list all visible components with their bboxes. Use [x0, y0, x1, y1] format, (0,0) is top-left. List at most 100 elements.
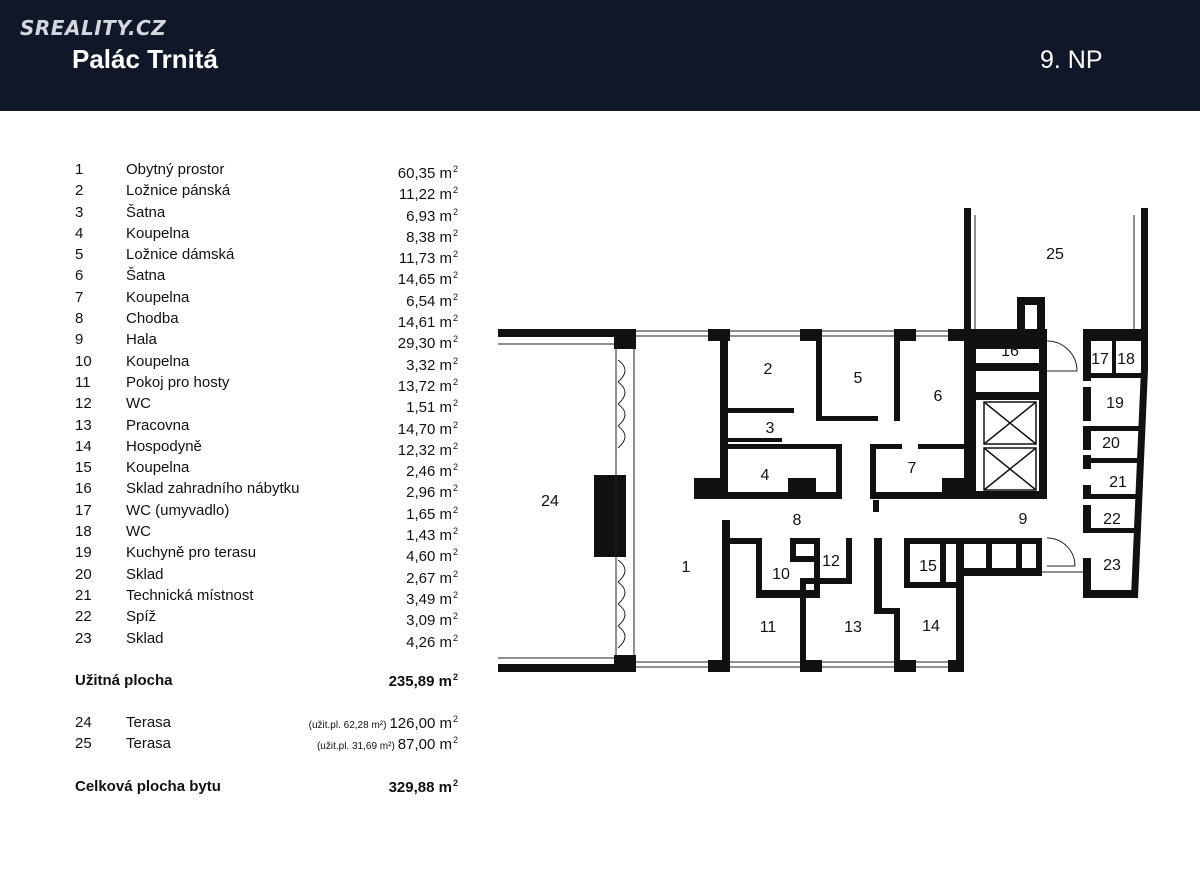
plan-room-number: 24 — [541, 493, 559, 510]
plan-room-number: 3 — [766, 420, 775, 437]
room-number: 19 — [75, 544, 92, 562]
room-area: 4,60 m2 — [406, 547, 458, 566]
plan-room-number: 12 — [822, 553, 840, 570]
room-name: Koupelna — [126, 352, 190, 370]
room-name: Šatna — [126, 203, 166, 221]
room-area: 11,22 m2 — [398, 185, 458, 204]
room-area: 60,35 m2 — [397, 164, 458, 182]
room-name: Obytný prostor — [126, 161, 225, 178]
plan-room-number: 8 — [793, 512, 802, 529]
plan-room-number: 19 — [1106, 395, 1124, 412]
plan-room-number: 20 — [1102, 435, 1120, 452]
page-title: Palác Trnitá — [72, 44, 218, 74]
room-list: 1 Obytný prostor 60,35 m2 2 Ložnice pánská 11… — [75, 159, 465, 651]
room-number: 17 — [75, 501, 92, 519]
room-row: 12 WC 1,51 m2 — [75, 393, 465, 416]
room-area: 8,38 m2 — [406, 227, 458, 246]
room-row: 17 WC (umyvadlo) 1,65 m2 — [75, 500, 465, 523]
room-number: 1 — [75, 161, 84, 178]
room-name: Sklad — [126, 565, 164, 583]
room-number: 20 — [75, 565, 92, 583]
plan-windows — [498, 215, 1135, 668]
room-name: Ložnice dámská — [126, 246, 235, 264]
usable-area-label: Užitná plocha — [75, 672, 173, 689]
plan-room-number: 17 — [1091, 351, 1109, 368]
terrace-number: 25 — [75, 735, 92, 752]
room-area: 1,65 m2 — [406, 504, 458, 523]
plan-room-number: 10 — [772, 566, 790, 583]
room-name: Chodba — [126, 310, 179, 328]
room-number: 10 — [75, 352, 92, 370]
terrace-row: 25 Terasa (užit.pl. 31,69 m²)87,00 m2 — [75, 735, 465, 756]
room-number: 5 — [75, 246, 84, 264]
room-area: 1,43 m2 — [406, 526, 458, 545]
room-area: 1,51 m2 — [406, 398, 458, 417]
plan-room-number: 18 — [1117, 351, 1135, 368]
room-number: 18 — [75, 523, 92, 541]
total-area-label: Celková plocha bytu — [75, 778, 221, 795]
room-area: 14,70 m2 — [397, 419, 458, 438]
room-area: 14,65 m2 — [397, 270, 458, 289]
room-area: 3,49 m2 — [406, 589, 458, 608]
room-number: 4 — [75, 224, 84, 242]
room-name: Koupelna — [126, 224, 190, 242]
plan-room-number: 6 — [934, 388, 943, 405]
room-name: WC (umyvadlo) — [126, 501, 230, 519]
room-number: 12 — [75, 395, 92, 413]
room-area: 6,54 m2 — [406, 291, 458, 310]
plan-room-number: 1 — [682, 559, 691, 576]
room-number: 9 — [75, 331, 84, 349]
room-number: 16 — [75, 480, 92, 498]
terrace-number: 24 — [75, 714, 92, 731]
room-area: 13,72 m2 — [397, 376, 458, 395]
terrace-name: Terasa — [126, 735, 172, 752]
room-number: 13 — [75, 416, 92, 434]
usable-area-value: 235,89 m2 — [388, 672, 458, 690]
room-number: 2 — [75, 182, 84, 200]
terrace-name: Terasa — [126, 714, 172, 731]
sreality-logo[interactable]: SREALITY.CZ — [20, 16, 167, 40]
plan-room-number: 2 — [764, 361, 773, 378]
room-row: 2 Ložnice pánská 11,22 m2 — [75, 180, 465, 203]
room-row: 22 Spíž 3,09 m2 — [75, 606, 465, 629]
room-number: 22 — [75, 608, 92, 626]
plan-room-number: 23 — [1103, 557, 1121, 574]
floor-label: 9. NP — [1040, 46, 1103, 74]
plan-room-number: 14 — [922, 618, 940, 635]
room-name: WC — [126, 395, 151, 413]
room-area: 14,61 m2 — [397, 313, 458, 332]
room-name: Spíž — [126, 608, 157, 626]
room-area: 3,09 m2 — [406, 611, 458, 630]
terrace-row: 24 Terasa (užit.pl. 62,28 m²)126,00 m2 — [75, 714, 465, 735]
terrace-note: (užit.pl. 31,69 m²) — [316, 741, 395, 752]
room-row: 4 Koupelna 8,38 m2 — [75, 223, 465, 246]
room-name: Hala — [126, 331, 157, 349]
plan-room-number: 22 — [1103, 511, 1121, 528]
room-name: Pracovna — [126, 416, 190, 434]
plan-room-number: 11 — [760, 619, 777, 636]
room-name: Koupelna — [126, 288, 190, 306]
terrace-note: (užit.pl. 62,28 m²) — [308, 720, 387, 731]
room-name: Ložnice pánská — [126, 182, 231, 200]
total-area-value: 329,88 m2 — [388, 778, 458, 796]
plan-room-number: 16 — [1001, 343, 1019, 360]
room-area: 4,26 m2 — [406, 632, 458, 651]
room-area: 2,46 m2 — [406, 462, 458, 481]
room-name: Šatna — [126, 267, 166, 285]
room-area: 6,93 m2 — [406, 206, 458, 225]
plan-room-number: 21 — [1109, 474, 1127, 491]
room-number: 15 — [75, 459, 92, 477]
room-number: 11 — [75, 373, 91, 391]
